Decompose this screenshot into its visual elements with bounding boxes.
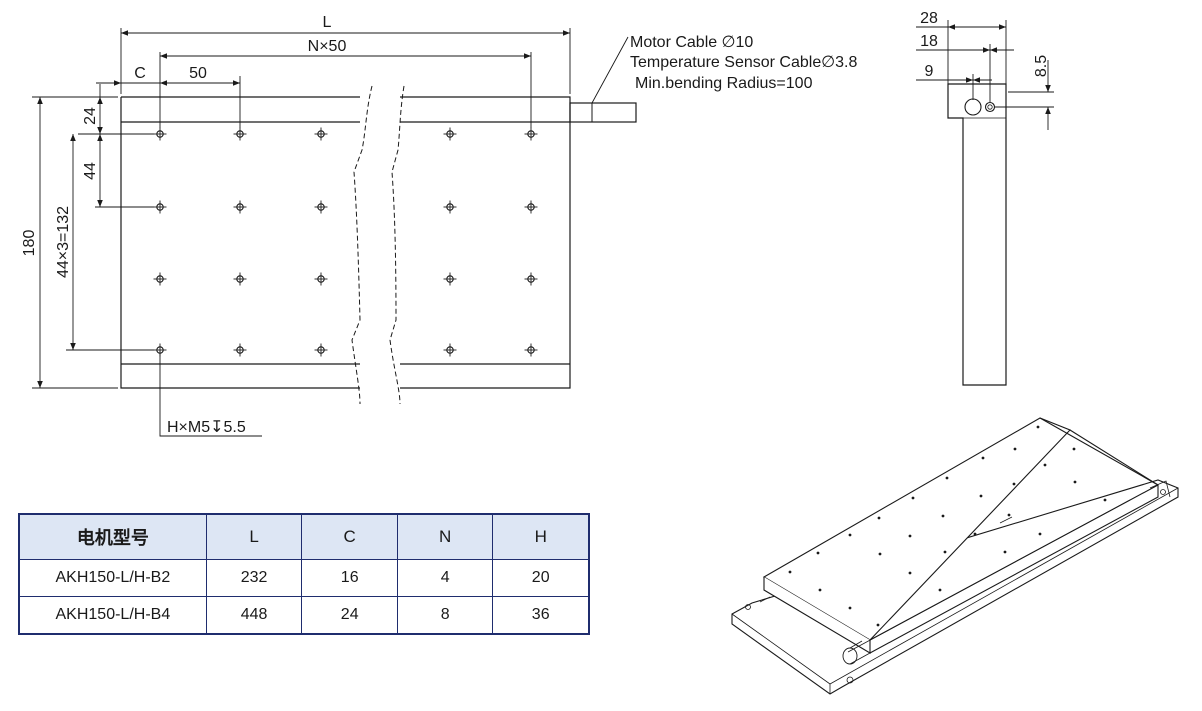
cell-C: 16 (301, 559, 398, 597)
cell-H: 36 (492, 596, 590, 635)
motor-cable (569, 102, 637, 123)
header-N: N (396, 513, 494, 560)
dim-44x3: 44×3=132 (55, 206, 72, 278)
header-L: L (205, 513, 303, 560)
cell-L: 232 (205, 559, 303, 597)
cable-note-line3: Min.bending Radius=100 (635, 75, 813, 92)
cable-note-line1: Motor Cable ∅10 (630, 34, 753, 51)
cell-C: 24 (301, 596, 398, 635)
header-model: 电机型号 (18, 513, 207, 560)
table-header-row: 电机型号 L C N H (18, 513, 590, 560)
plate-outline-right (400, 96, 571, 389)
cell-model: AKH150-L/H-B4 (18, 596, 207, 635)
mounting-holes (152, 126, 539, 358)
dim-N50: N×50 (308, 38, 347, 55)
dim-24: 24 (82, 107, 99, 125)
cell-model: AKH150-L/H-B2 (18, 559, 207, 597)
cell-H: 20 (492, 559, 590, 597)
break-line-left (351, 85, 373, 405)
dim-18: 18 (920, 33, 938, 50)
dim-44: 44 (82, 162, 99, 180)
table-row: AKH150-L/H-B2 232 16 4 20 (18, 559, 590, 597)
top-view-dimension-text: L N×50 C 50 24 44 180 44×3=132 H×M5↧5.5 (21, 14, 346, 436)
header-H: H (492, 513, 590, 560)
plate-outline-left (120, 96, 360, 389)
side-view-dimensions (916, 20, 1054, 130)
dim-50: 50 (189, 65, 207, 82)
hole-callout: H×M5↧5.5 (167, 419, 246, 436)
dim-C: C (134, 65, 146, 82)
top-view-dimensions (32, 28, 571, 437)
cell-L: 448 (205, 596, 303, 635)
dim-180: 180 (21, 230, 38, 257)
isometric-holes (788, 425, 1107, 627)
cell-N: 8 (396, 596, 494, 635)
top-view (120, 85, 637, 405)
cell-N: 4 (396, 559, 494, 597)
dim-9: 9 (925, 63, 934, 80)
spec-table: 电机型号 L C N H AKH150-L/H-B2 232 16 4 20 A… (18, 513, 590, 635)
isometric-view (731, 417, 1179, 695)
dim-L: L (323, 14, 332, 31)
side-view-dimension-text: 28 18 9 8.5 (920, 10, 1050, 80)
dim-8-5: 8.5 (1033, 55, 1050, 77)
table-row: AKH150-L/H-B4 448 24 8 36 (18, 596, 590, 635)
cable-note: Motor Cable ∅10 Temperature Sensor Cable… (591, 34, 857, 104)
side-view (947, 83, 1007, 386)
dim-28: 28 (920, 10, 938, 27)
break-line-right (389, 85, 405, 405)
cable-note-line2: Temperature Sensor Cable∅3.8 (630, 54, 857, 71)
header-C: C (301, 513, 398, 560)
